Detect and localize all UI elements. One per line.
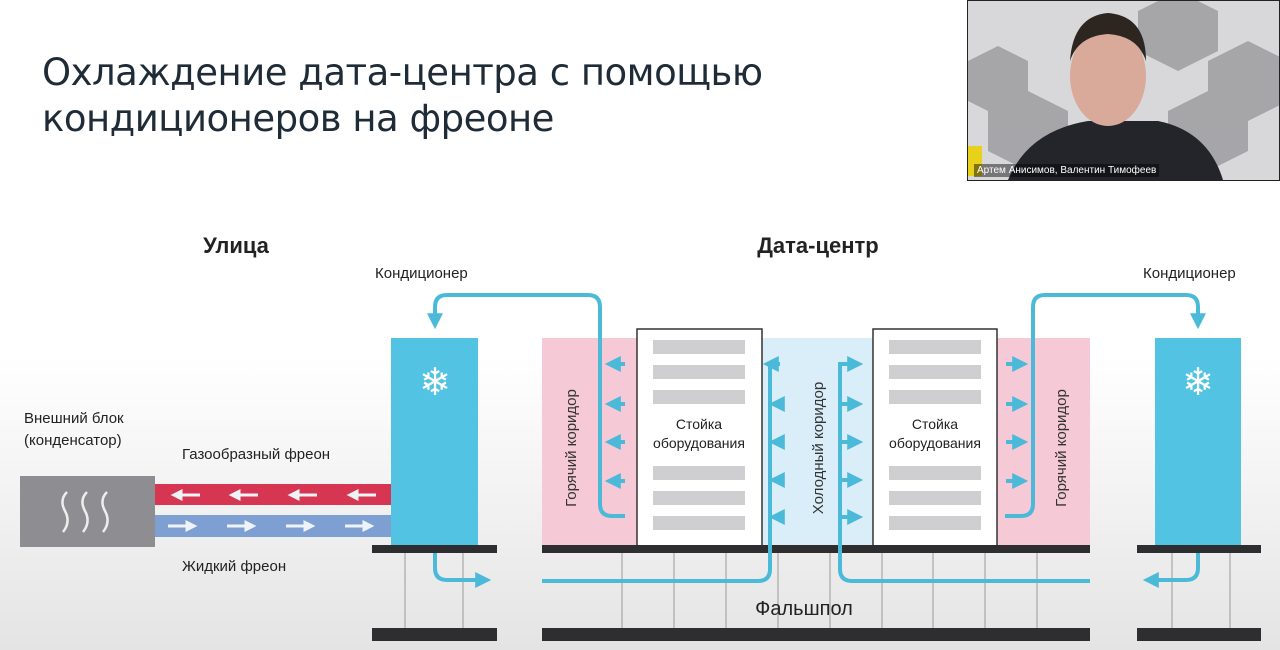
cold-corridor-arrows-left (762, 356, 785, 525)
street-label: Улица (203, 233, 270, 258)
datacenter-label: Дата-центр (757, 233, 879, 258)
cold-corridor-label: Холодный коридор (810, 382, 827, 514)
pipe-flow-arrows (168, 489, 376, 532)
liquid-freon-label: Жидкий фреон (182, 558, 286, 575)
rack-left: Стойка оборудования (636, 328, 763, 548)
video-caption: Артем Анисимов, Валентин Тимофеев (974, 164, 1160, 177)
speaker-video: Артем Анисимов, Валентин Тимофеев (967, 0, 1280, 181)
rack-right: Стойка оборудования (872, 328, 998, 548)
raised-floor-label: Фальшпол (755, 598, 853, 620)
return-air-left-arrow (427, 293, 625, 518)
snowflake-icon: ❄ (419, 362, 451, 404)
airflow-arrows (427, 293, 1206, 588)
hot-corridor-right-label: Горячий коридор (1053, 389, 1070, 507)
ac-unit-right: ❄ (1155, 338, 1241, 545)
hot-corridor-left-arrows (604, 356, 625, 489)
speaker-face (1070, 26, 1146, 126)
rack-right-label-2: оборудования (889, 435, 981, 451)
hot-corridor-left-label: Горячий коридор (563, 389, 580, 507)
supply-air-left-arrow (433, 553, 492, 588)
ac-left-label: Кондиционер (375, 265, 468, 282)
speaker-video-frame (968, 1, 1279, 180)
underfloor-air-right (838, 362, 1090, 583)
outdoor-unit (20, 476, 155, 547)
underfloor-air-left (542, 362, 780, 583)
return-air-right-arrow (1005, 293, 1206, 518)
cold-corridor-arrows-right (840, 356, 864, 525)
gas-freon-label: Газообразный фреон (182, 446, 330, 463)
liquid-freon-pipe (155, 515, 391, 537)
ac-unit-left: ❄ (391, 338, 478, 545)
hot-corridor-right-arrows (1006, 356, 1029, 489)
rack-right-label-1: Стойка (912, 416, 958, 432)
slide-title: Охлаждение дата-центра с помощью кондици… (42, 50, 763, 142)
heat-waves-icon (61, 491, 109, 533)
raised-floor: Фальшпол (372, 545, 1261, 641)
rack-left-label-2: оборудования (653, 435, 745, 451)
slide-title-line-1: Охлаждение дата-центра с помощью (42, 51, 763, 94)
speaker-shirt (1008, 121, 1223, 180)
ac-right-label: Кондиционер (1143, 265, 1236, 282)
outdoor-unit-label-2: (конденсатор) (24, 432, 122, 449)
slide-title-line-2: кондиционеров на фреоне (42, 97, 554, 140)
gas-freon-pipe (155, 484, 391, 505)
snowflake-icon: ❄ (1182, 362, 1214, 404)
rack-left-label-1: Стойка (676, 416, 722, 432)
supply-air-right-arrow (1142, 553, 1200, 588)
outdoor-unit-label-1: Внешний блок (24, 410, 124, 427)
